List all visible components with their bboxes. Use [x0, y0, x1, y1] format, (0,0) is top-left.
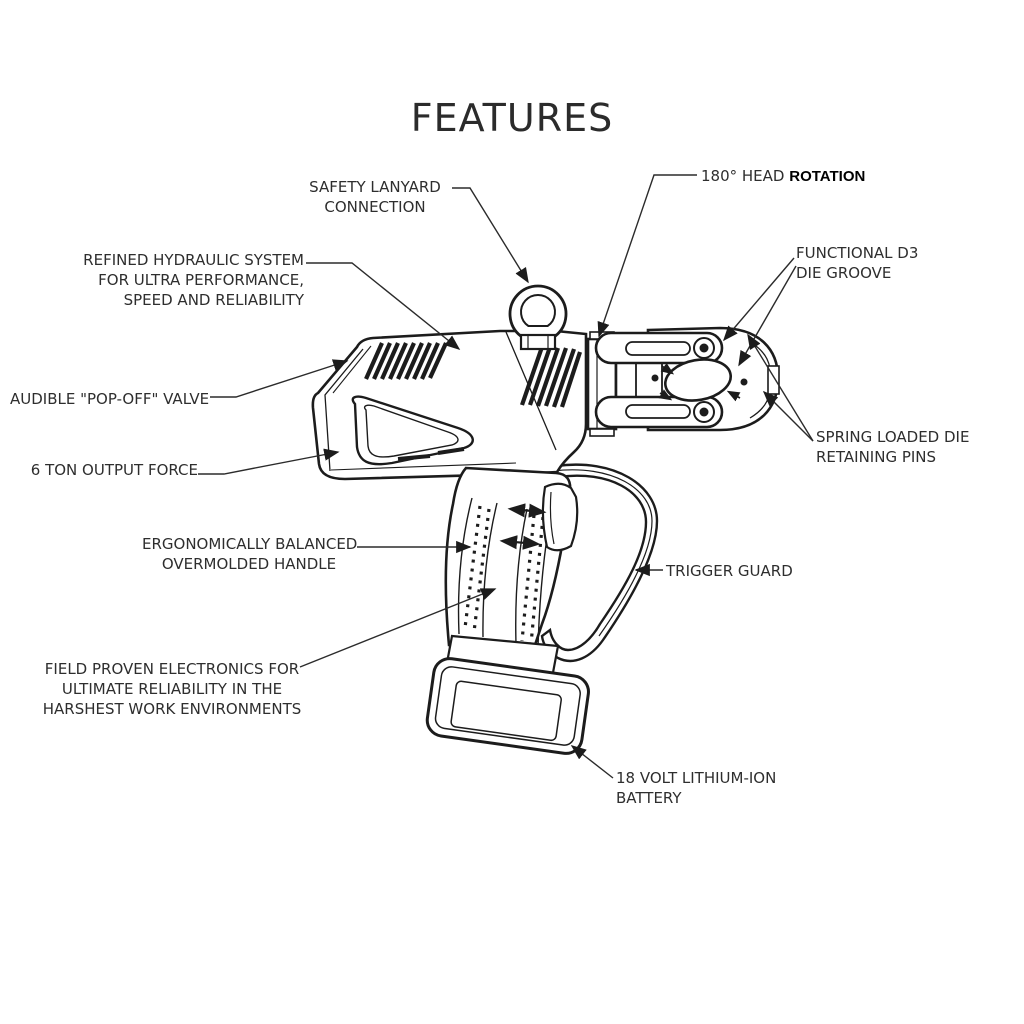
trigger-shape	[541, 482, 579, 552]
rear-loop-cutout	[351, 395, 474, 466]
battery-shape	[425, 634, 590, 755]
leader-output-force	[198, 448, 340, 475]
leader-hydraulic	[306, 262, 461, 350]
label-pop-off-valve: AUDIBLE "POP-OFF" VALVE	[10, 390, 210, 408]
leader-battery	[570, 745, 614, 779]
leader-pop-off	[210, 359, 349, 398]
vent-slots-right	[520, 346, 582, 408]
leader-lines	[198, 174, 814, 779]
crimp-head	[586, 326, 780, 437]
grip-texture	[463, 505, 545, 645]
label-electronics: FIELD PROVEN ELECTRONICS FOR ULTIMATE RE…	[42, 660, 302, 718]
lanyard-ring	[508, 284, 568, 351]
label-hydraulic-system: REFINED HYDRAULIC SYSTEM FOR ULTRA PERFO…	[83, 251, 304, 309]
leader-safety-lanyard	[452, 187, 529, 284]
page-title: FEATURES	[410, 96, 614, 140]
label-retaining-pins: SPRING LOADED DIE RETAINING PINS	[816, 428, 970, 466]
handle-shape	[444, 466, 579, 653]
leader-head-rotation	[597, 174, 697, 338]
label-trigger-guard: TRIGGER GUARD	[666, 562, 793, 580]
label-output-force: 6 TON OUTPUT FORCE	[30, 461, 198, 479]
tool-body	[311, 329, 588, 481]
leader-die-groove-1	[723, 257, 795, 342]
die-groove-shape	[664, 358, 732, 402]
label-overmolded-handle: ERGONOMICALLY BALANCED OVERMOLDED HANDLE	[142, 535, 358, 573]
leader-retaining-pins-2	[762, 390, 814, 442]
label-battery: 18 VOLT LITHIUM-ION BATTERY	[616, 769, 777, 807]
label-die-groove: FUNCTIONAL D3 DIE GROOVE	[796, 244, 919, 282]
label-head-rotation: 180° HEAD ROTATION	[701, 167, 866, 185]
vent-slots-left	[364, 342, 448, 380]
leader-electronics	[299, 588, 497, 668]
label-safety-lanyard: SAFETY LANYARD CONNECTION	[309, 178, 441, 216]
leader-retaining-pins-1	[747, 333, 814, 442]
trigger-guard-shape	[540, 463, 659, 663]
